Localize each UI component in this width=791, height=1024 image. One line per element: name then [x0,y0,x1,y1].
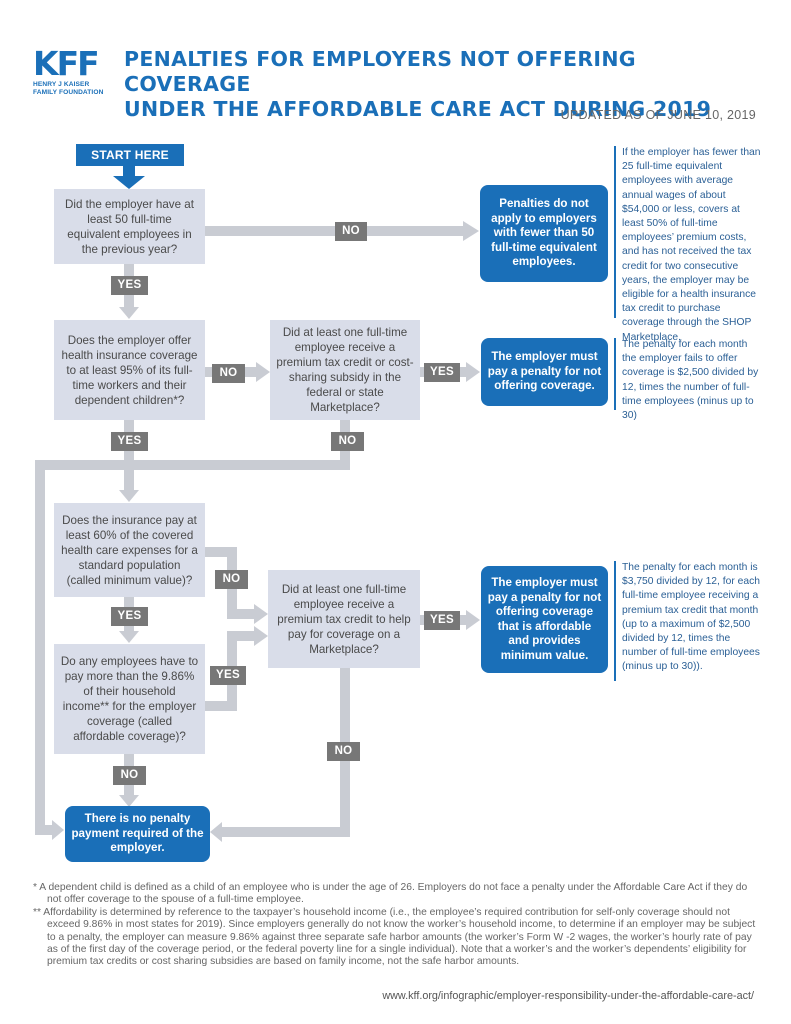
kff-logo: KFF [33,44,100,83]
note-penalty-not-offering: The penalty for each month the employer … [614,338,764,421]
answer-no-q6: NO [327,742,360,761]
answer-no-q4: NO [215,570,248,589]
question-premium-tax-credit: Did at least one full-time employee rece… [268,570,420,668]
answer-no-q3: NO [331,432,364,451]
question-subsidy-received: Did at least one full-time employee rece… [270,320,420,420]
question-50-employees: Did the employer have at least 50 full-t… [54,189,205,264]
source-url[interactable]: www.kff.org/infographic/employer-respons… [382,990,754,1002]
footnote-dependent-child: * A dependent child is defined as a chil… [33,882,748,906]
result-penalty-unaffordable: The employer must pay a penalty for not … [481,566,608,673]
footnote-affordability: ** Affordability is determined by refere… [33,906,756,968]
question-minimum-value: Does the insurance pay at least 60% of t… [54,503,205,597]
answer-yes-q6: YES [424,611,460,630]
footnotes: * A dependent child is defined as a chil… [33,882,763,969]
question-offers-coverage: Does the employer offer health insurance… [54,320,205,420]
answer-no-q1: NO [335,222,367,241]
answer-no-q5: NO [113,766,146,785]
answer-yes-q4: YES [111,607,148,626]
logo-subtitle: HENRY J KAISER FAMILY FOUNDATION [33,81,104,96]
page-title: PENALTIES FOR EMPLOYERS NOT OFFERING COV… [124,47,712,121]
result-penalty-not-offering: The employer must pay a penalty for not … [481,338,608,406]
note-penalty-unaffordable: The penalty for each month is $3,750 div… [614,561,764,681]
result-no-penalty-small-employer: Penalties do not apply to employers with… [480,185,608,282]
answer-yes-q3: YES [424,363,460,382]
question-affordable-coverage: Do any employees have to pay more than t… [54,644,205,754]
updated-date: UPDATED AS OF JUNE 10, 2019 [560,108,756,122]
start-here-label: START HERE [76,144,184,166]
answer-yes-q1: YES [111,276,148,295]
answer-yes-q5: YES [210,666,246,685]
note-small-business-tax-credit: If the employer has fewer than 25 full-t… [614,146,764,343]
answer-no-q2: NO [212,364,245,383]
result-no-penalty: There is no penalty payment required of … [65,806,210,862]
answer-yes-q2: YES [111,432,148,451]
